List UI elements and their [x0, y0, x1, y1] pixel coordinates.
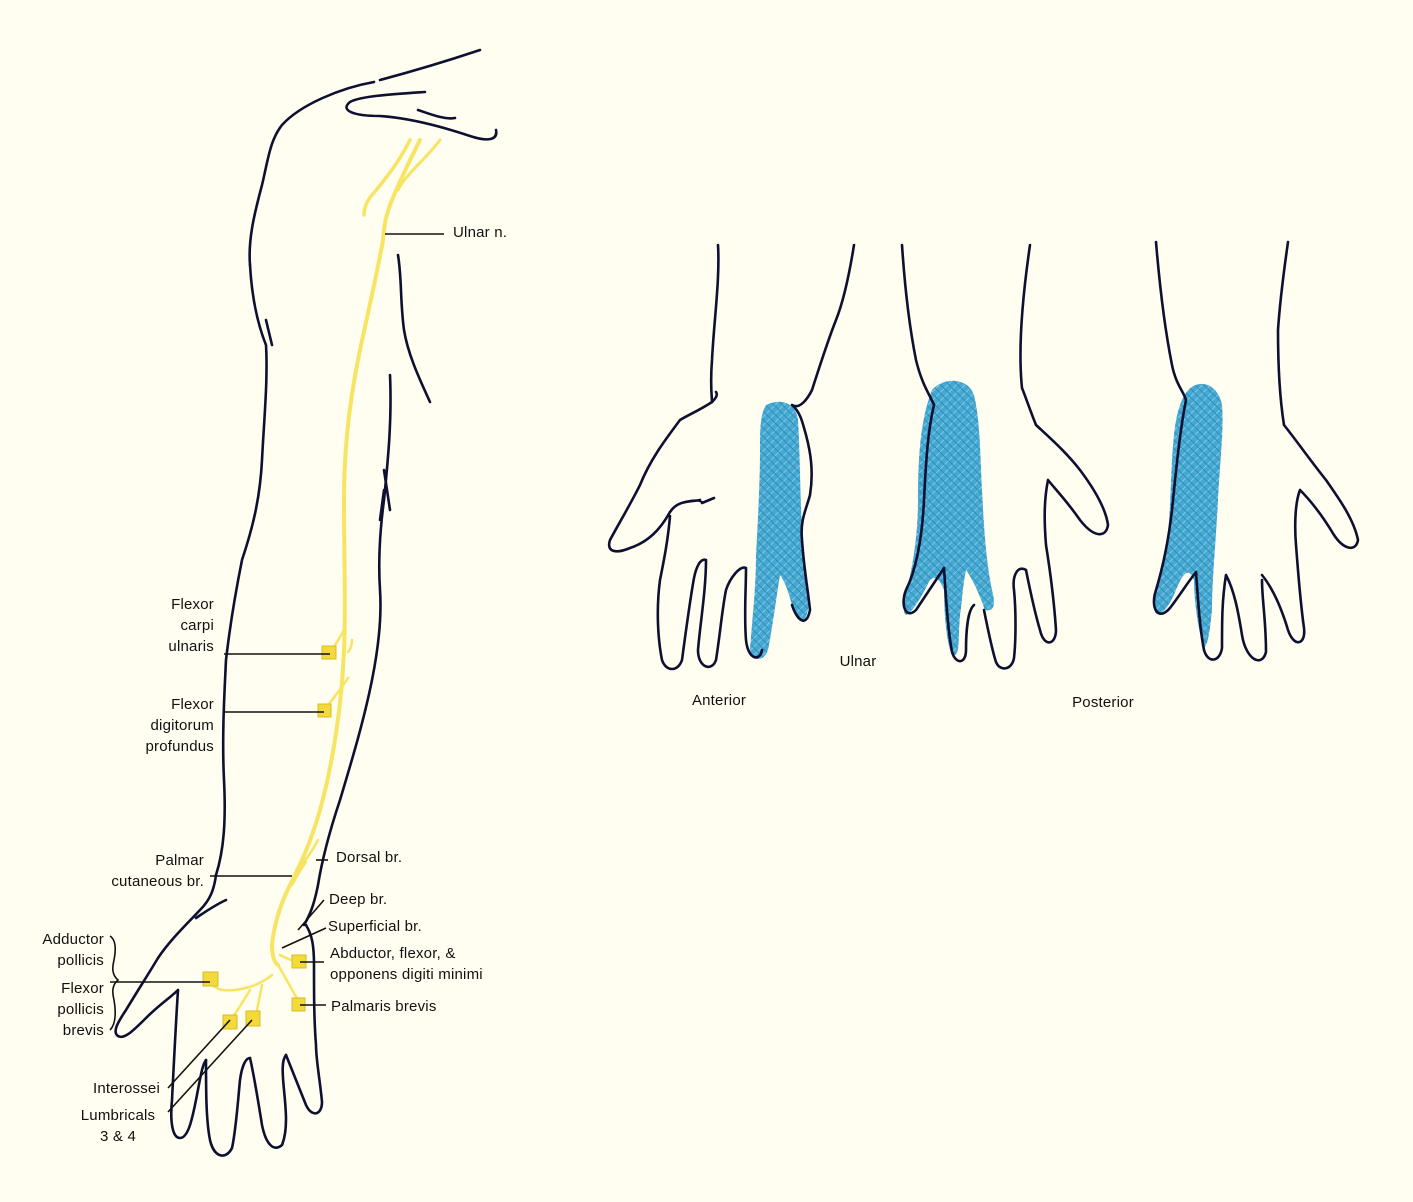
posterior-sensory-area-2: [1154, 383, 1223, 648]
label-posterior: Posterior: [1072, 694, 1134, 711]
marker-fcu: [321, 645, 337, 660]
muscle-markers: [202, 645, 337, 1030]
posterior-sensory-area-1: [903, 380, 994, 655]
marker-adductor: [202, 971, 219, 987]
label-anterior: Anterior: [691, 692, 747, 709]
label-dorsal-branch: Dorsal br.: [336, 849, 403, 866]
label-interossei: Interossei: [92, 1080, 160, 1097]
posterior-hand-2: [1152, 240, 1360, 662]
posterior-hand-1: [900, 243, 1110, 670]
label-abductor-digiti-minimi: Abductor, flexor, &opponens digiti minim…: [330, 945, 483, 983]
arm-outline: [114, 48, 498, 1157]
label-deep-branch: Deep br.: [329, 891, 388, 908]
anterior-sensory-area: [750, 401, 809, 659]
marker-interossei: [222, 1014, 238, 1030]
label-ulnar-nerve: Ulnar n.: [453, 224, 508, 241]
anterior-hand: [607, 243, 856, 671]
marker-fdp: [317, 703, 332, 718]
leader-lines: [109, 233, 444, 1113]
label-superficial-branch: Superficial br.: [328, 918, 422, 935]
label-sensory-title: Ulnar: [839, 653, 877, 670]
ulnar-nerve: [208, 138, 442, 1020]
label-palmaris-brevis: Palmaris brevis: [331, 998, 437, 1015]
